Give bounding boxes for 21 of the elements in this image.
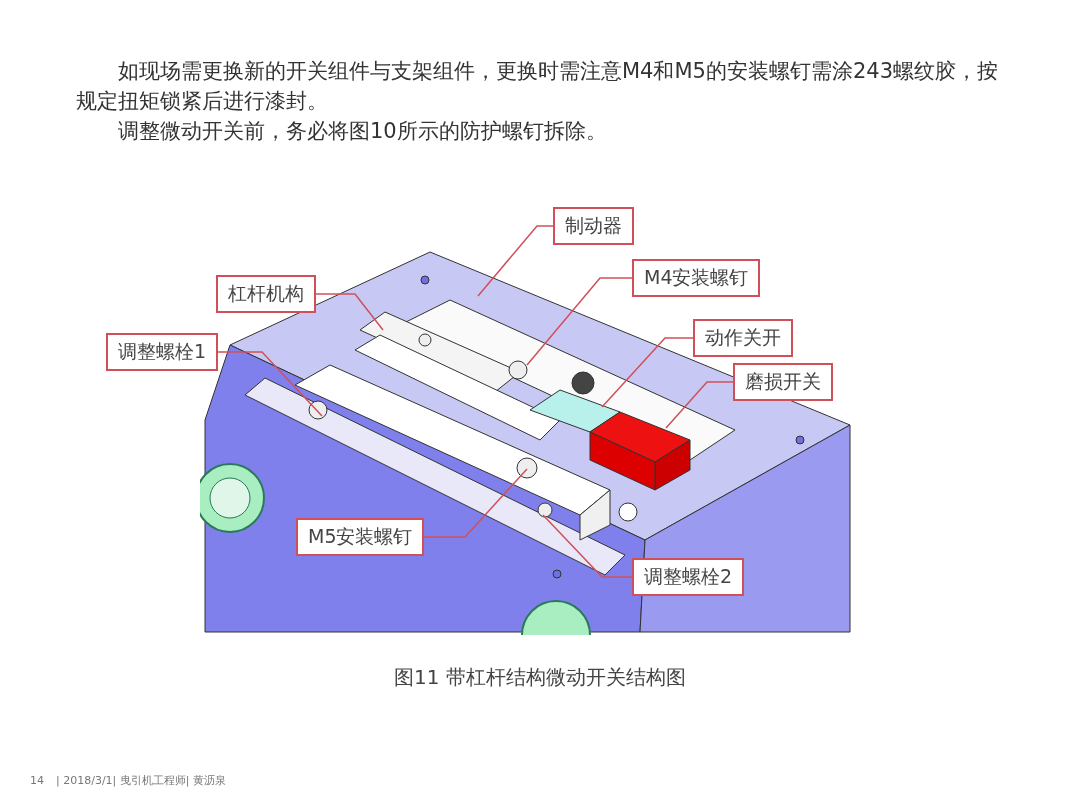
callout-label: 调整螺栓1 xyxy=(106,333,219,371)
leader-line xyxy=(542,514,633,578)
callout-label: 磨损开关 xyxy=(733,363,833,401)
leader-line xyxy=(601,337,694,408)
callout-label: 制动器 xyxy=(553,207,634,245)
page-number: 14 xyxy=(30,773,44,789)
body-paragraph: 调整微动开关前，务必将图10所示的防护螺钉拆除。 xyxy=(117,118,608,145)
body-paragraph: 如现场需更换新的开关组件与支架组件，更换时需注意M4和M5的安装螺钉需涂243螺纹胶，按规定扭矩锁紧后进行漆封。 xyxy=(76,58,1000,115)
footer-text: | 2018/3/1| 曳引机工程师| 黄沥泉 xyxy=(56,773,226,789)
leader-line xyxy=(217,351,323,417)
callout-label: 杠杆机构 xyxy=(216,275,316,313)
leader-line xyxy=(423,468,528,538)
leader-line xyxy=(477,225,554,297)
figure-caption: 图11 带杠杆结构微动开关结构图 xyxy=(393,664,687,691)
callout-label: M4安装螺钉 xyxy=(632,259,761,297)
callout-label: M5安装螺钉 xyxy=(296,518,425,556)
callout-label: 动作关开 xyxy=(693,319,793,357)
callout-label: 调整螺栓2 xyxy=(632,558,745,596)
leader-line xyxy=(315,293,384,331)
leader-line xyxy=(526,277,633,366)
leader-line xyxy=(665,381,734,429)
